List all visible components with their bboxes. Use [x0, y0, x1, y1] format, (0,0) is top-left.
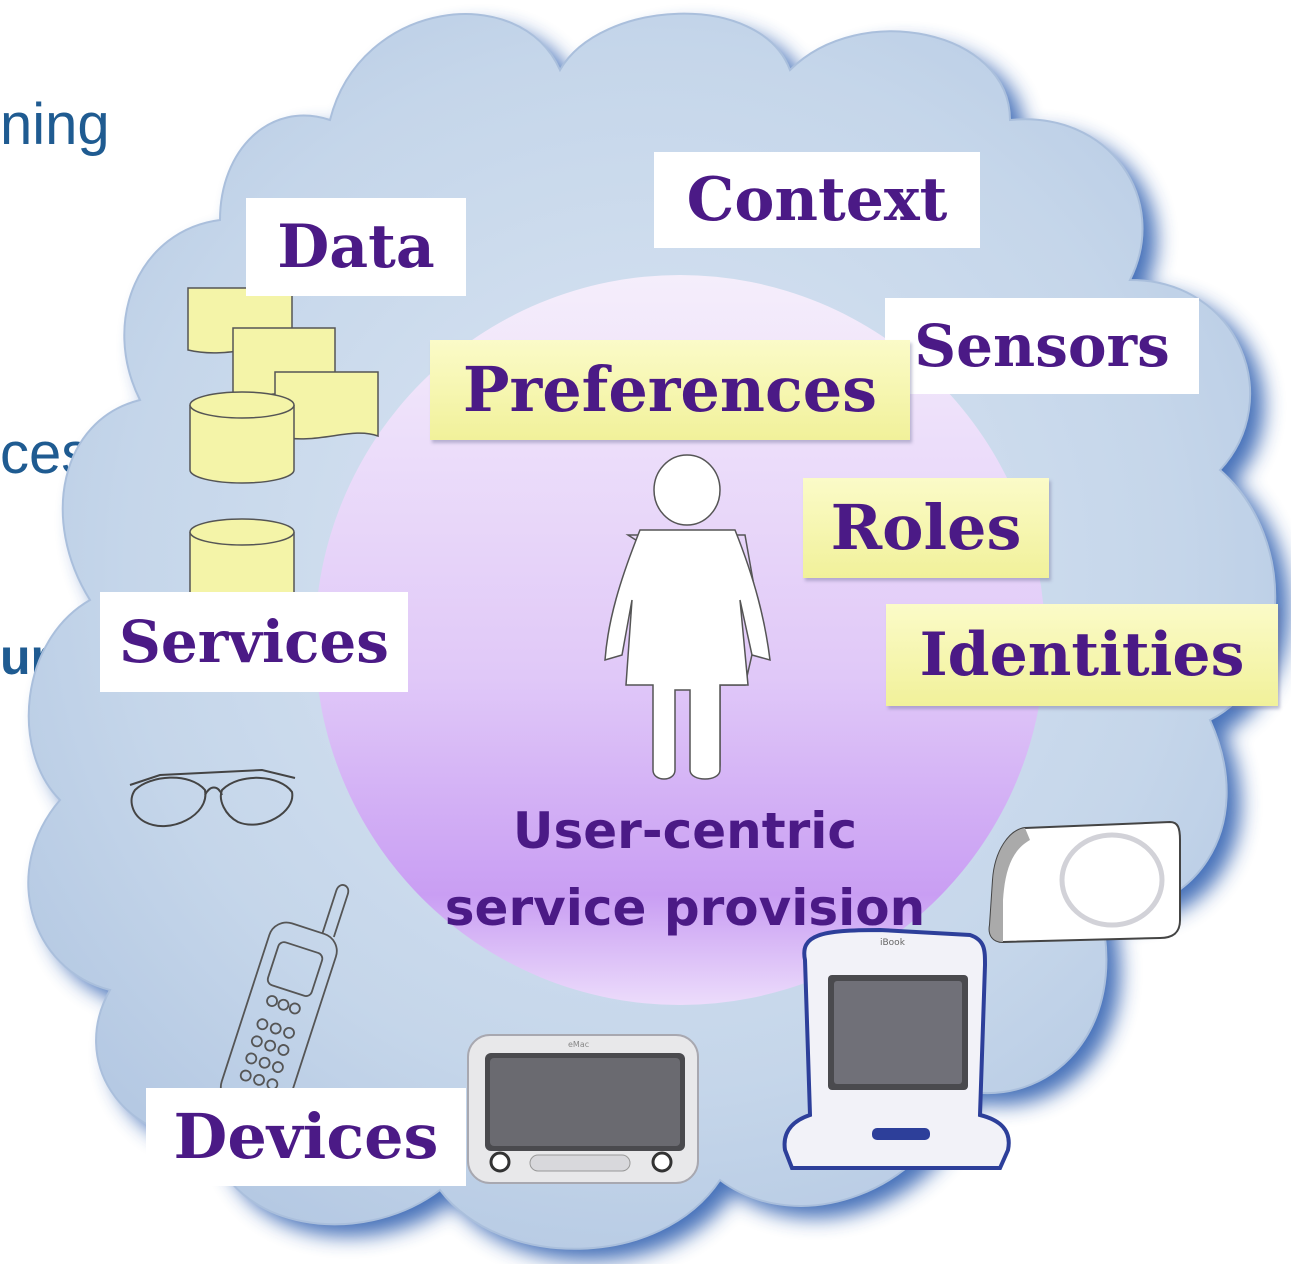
- center-title-line2: service provision: [444, 878, 926, 937]
- portable-device-icon: [988, 820, 1181, 944]
- label-devices: Devices: [146, 1088, 466, 1186]
- ibook-brand-text: iBook: [880, 938, 905, 948]
- center-title-line1: User-centric: [512, 802, 858, 860]
- glasses-icon: [129, 768, 296, 828]
- label-roles: Roles: [803, 478, 1049, 578]
- label-services: Services: [100, 592, 408, 692]
- database-icon: [189, 391, 295, 609]
- person-icon: [604, 454, 771, 780]
- bg-text-line1: ning: [0, 92, 110, 157]
- ibook-icon: [782, 927, 1011, 1170]
- emac-icon: [467, 1034, 699, 1184]
- label-preferences: Preferences: [430, 340, 910, 440]
- label-identities: Identities: [886, 604, 1278, 706]
- emac-brand-text: eMac: [568, 1040, 590, 1049]
- label-data: Data: [246, 198, 466, 296]
- label-sensors: Sensors: [885, 298, 1199, 394]
- center-title: User-centric service provision: [385, 800, 985, 939]
- label-context: Context: [654, 152, 980, 248]
